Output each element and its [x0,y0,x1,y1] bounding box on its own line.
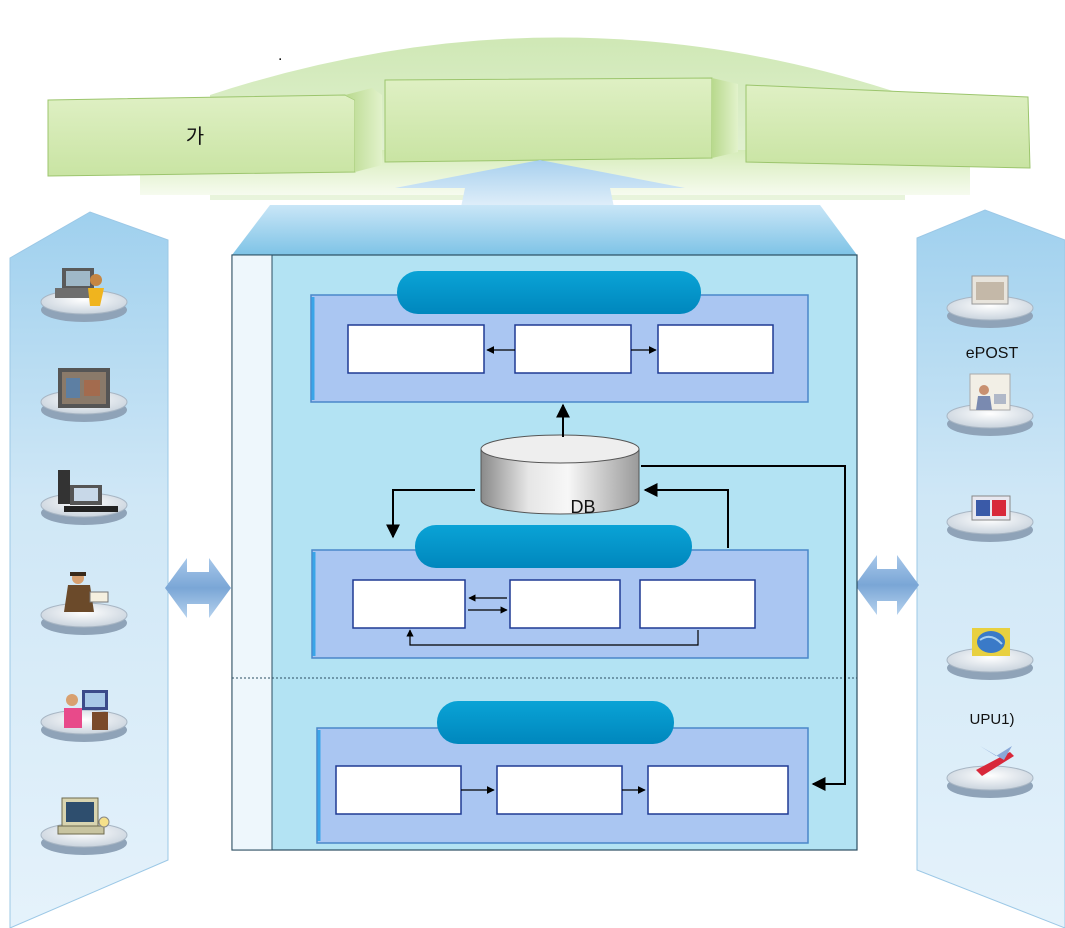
header-box-3 [745,84,1031,169]
upu-label: UPU1) [969,711,1014,728]
db-label: DB [570,497,595,517]
header-box-1-label: 가 [186,125,204,148]
mail-stamps-icon [946,495,1034,542]
left-icons [40,268,128,855]
section-top-box-2 [514,324,632,374]
section-bottom [316,701,809,844]
db-cylinder: DB [480,434,640,517]
office-worker-icon [40,268,128,322]
person-at-computer-icon [946,373,1034,436]
section-middle-box-1 [352,579,466,629]
left-double-arrow [165,558,231,618]
section-bottom-box-2 [496,765,623,815]
section-middle [311,525,809,659]
section-bottom-box-3 [647,765,789,815]
header-dot: . [278,47,282,64]
section-middle-box-2 [509,579,621,629]
computer-icon [40,797,128,855]
globe-network-icon [946,628,1034,680]
section-top-box-1 [347,324,485,374]
epost-label: ePOST [966,345,1019,362]
postman-icon [40,572,128,635]
header-group: . 가 [47,37,1031,200]
right-icons: ePOST UPU1) [946,275,1034,798]
right-double-arrow [855,555,919,615]
monitor-photo-icon [40,368,128,422]
section-top-box-3 [657,324,774,374]
desktop-computer-icon [40,470,128,525]
up-arrow [395,160,685,212]
clerk-computer-icon [40,690,128,742]
header-box-1: 가 [47,88,382,177]
db-connectors [386,403,846,791]
section-top [310,271,809,403]
header-box-2 [384,77,738,163]
section-bottom-pill [437,701,674,744]
window-screen-icon [946,275,1034,328]
section-bottom-box-1 [335,765,462,815]
airplane-icon [946,746,1034,798]
section-middle-pill [415,525,692,568]
left-panel [9,211,169,928]
section-middle-box-3 [639,579,756,629]
section-top-pill [397,271,701,314]
right-panel [916,209,1065,928]
